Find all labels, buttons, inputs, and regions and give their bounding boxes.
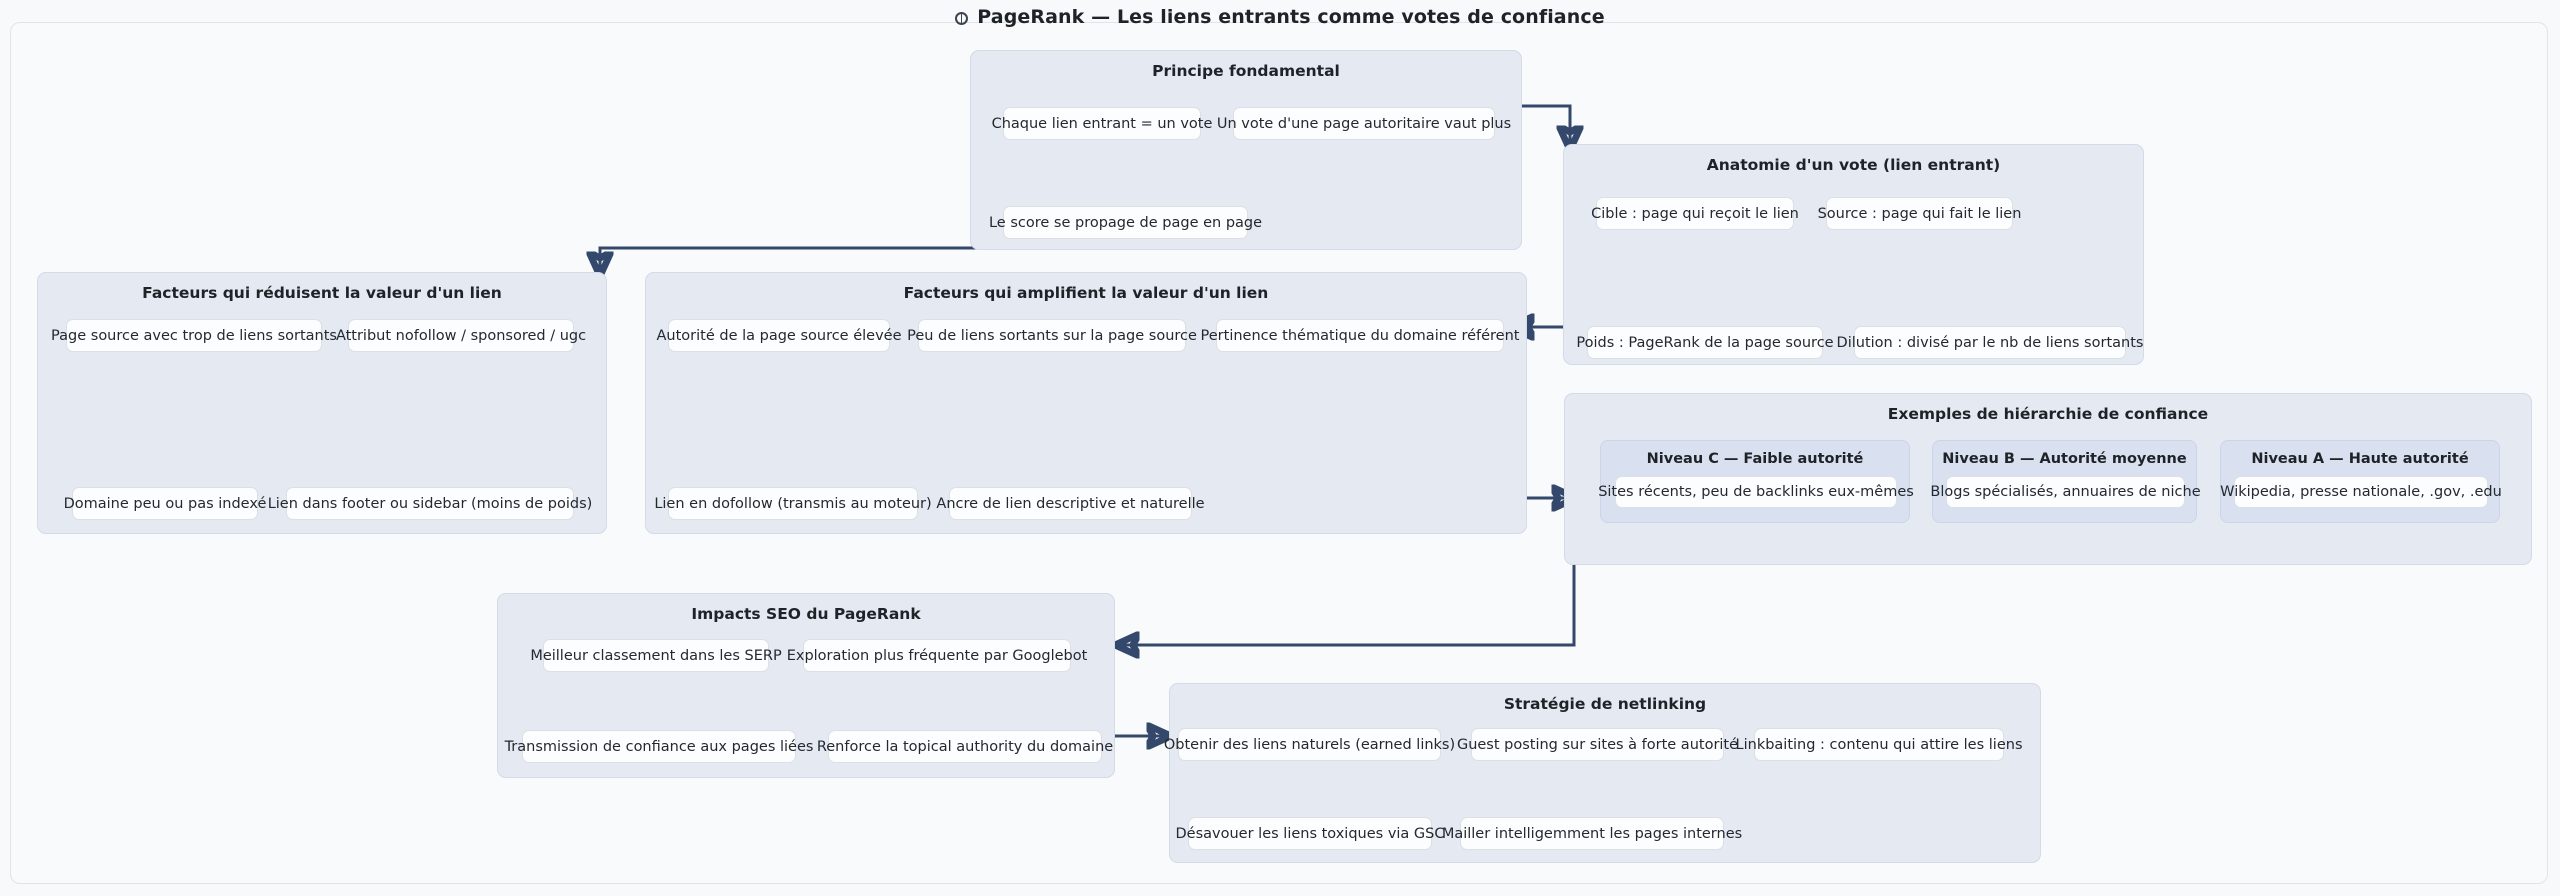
node-strategie-0[interactable]: Obtenir des liens naturels (earned links… bbox=[1164, 728, 1455, 761]
group-hierarchie-confiance[interactable]: Exemples de hiérarchie de confiance Nive… bbox=[1564, 393, 2532, 565]
page-title: PageRank — Les liens entrants comme vote… bbox=[0, 6, 2560, 28]
subgroup-title-niveau-c: Niveau C — Faible autorité bbox=[1646, 451, 1864, 467]
node-strategie-3[interactable]: Désavouer les liens toxiques via GSC bbox=[1176, 817, 1445, 850]
node-reduisent-1[interactable]: Attribut nofollow / sponsored / ugc bbox=[336, 319, 586, 352]
node-niveau-a[interactable]: Wikipedia, presse nationale, .gov, .edu bbox=[2220, 476, 2502, 508]
node-anatomie-0[interactable]: Cible : page qui reçoit le lien bbox=[1591, 197, 1799, 230]
node-amplifient-4[interactable]: Ancre de lien descriptive et naturelle bbox=[936, 487, 1205, 520]
node-strategie-2[interactable]: Linkbaiting : contenu qui attire les lie… bbox=[1736, 728, 2023, 761]
node-principe-1[interactable]: Un vote d'une page autoritaire vaut plus bbox=[1217, 107, 1511, 140]
subgroup-niveau-b[interactable]: Niveau B — Autorité moyenne Blogs spécia… bbox=[1930, 440, 2201, 523]
node-reduisent-2[interactable]: Domaine peu ou pas indexé bbox=[64, 487, 266, 520]
node-anatomie-2[interactable]: Poids : PageRank de la page source bbox=[1576, 326, 1834, 359]
subgroup-niveau-c[interactable]: Niveau C — Faible autorité Sites récents… bbox=[1598, 440, 1914, 523]
node-anatomie-1[interactable]: Source : page qui fait le lien bbox=[1818, 197, 2021, 230]
node-impacts-3[interactable]: Renforce la topical authority du domaine bbox=[817, 730, 1113, 763]
group-title-strategie: Stratégie de netlinking bbox=[1503, 695, 1707, 713]
node-principe-2[interactable]: Le score se propage de page en page bbox=[989, 206, 1262, 239]
node-principe-0[interactable]: Chaque lien entrant = un vote bbox=[992, 107, 1212, 140]
group-title-reduisent: Facteurs qui réduisent la valeur d'un li… bbox=[142, 284, 502, 302]
node-impacts-0[interactable]: Meilleur classement dans les SERP bbox=[530, 639, 782, 672]
group-title-anatomie: Anatomie d'un vote (lien entrant) bbox=[1706, 156, 2001, 174]
group-title-amplifient: Facteurs qui amplifient la valeur d'un l… bbox=[903, 284, 1269, 302]
subgroup-title-niveau-a: Niveau A — Haute autorité bbox=[2251, 451, 2469, 467]
globe-icon bbox=[955, 12, 969, 25]
group-strategie-netlinking[interactable]: Stratégie de netlinking Obtenir des lien… bbox=[1164, 683, 2041, 863]
node-impacts-2[interactable]: Transmission de confiance aux pages liée… bbox=[505, 730, 813, 763]
node-amplifient-3[interactable]: Lien en dofollow (transmis au moteur) bbox=[654, 487, 932, 520]
node-impacts-1[interactable]: Exploration plus fréquente par Googlebot bbox=[787, 639, 1087, 672]
subgroup-title-niveau-b: Niveau B — Autorité moyenne bbox=[1942, 451, 2187, 467]
subgroup-niveau-a[interactable]: Niveau A — Haute autorité Wikipedia, pre… bbox=[2220, 440, 2502, 523]
group-anatomie-vote[interactable]: Anatomie d'un vote (lien entrant) Cible … bbox=[1563, 144, 2144, 365]
group-title-impacts: Impacts SEO du PageRank bbox=[691, 605, 921, 623]
node-reduisent-3[interactable]: Lien dans footer ou sidebar (moins de po… bbox=[268, 487, 592, 520]
node-amplifient-1[interactable]: Peu de liens sortants sur la page source bbox=[907, 319, 1197, 352]
group-title-hierarchie: Exemples de hiérarchie de confiance bbox=[1887, 405, 2209, 423]
group-facteurs-amplifient[interactable]: Facteurs qui amplifient la valeur d'un l… bbox=[645, 272, 1527, 534]
node-reduisent-0[interactable]: Page source avec trop de liens sortants bbox=[51, 319, 337, 352]
node-niveau-c[interactable]: Sites récents, peu de backlinks eux-même… bbox=[1598, 476, 1914, 508]
page-title-text: PageRank — Les liens entrants comme vote… bbox=[977, 6, 1605, 28]
node-amplifient-0[interactable]: Autorité de la page source élevée bbox=[657, 319, 902, 352]
group-facteurs-reduisent[interactable]: Facteurs qui réduisent la valeur d'un li… bbox=[37, 272, 607, 534]
node-anatomie-3[interactable]: Dilution : divisé par le nb de liens sor… bbox=[1837, 326, 2143, 359]
node-amplifient-2[interactable]: Pertinence thématique du domaine référen… bbox=[1201, 319, 1519, 352]
node-strategie-4[interactable]: Mailler intelligemment les pages interne… bbox=[1442, 817, 1742, 850]
group-title-principe: Principe fondamental bbox=[1152, 62, 1340, 80]
group-impacts-seo[interactable]: Impacts SEO du PageRank Meilleur classem… bbox=[497, 593, 1115, 778]
node-niveau-b[interactable]: Blogs spécialisés, annuaires de niche bbox=[1930, 476, 2201, 508]
node-strategie-1[interactable]: Guest posting sur sites à forte autorité bbox=[1457, 728, 1738, 761]
group-principe-fondamental[interactable]: Principe fondamental Chaque lien entrant… bbox=[970, 50, 1522, 250]
